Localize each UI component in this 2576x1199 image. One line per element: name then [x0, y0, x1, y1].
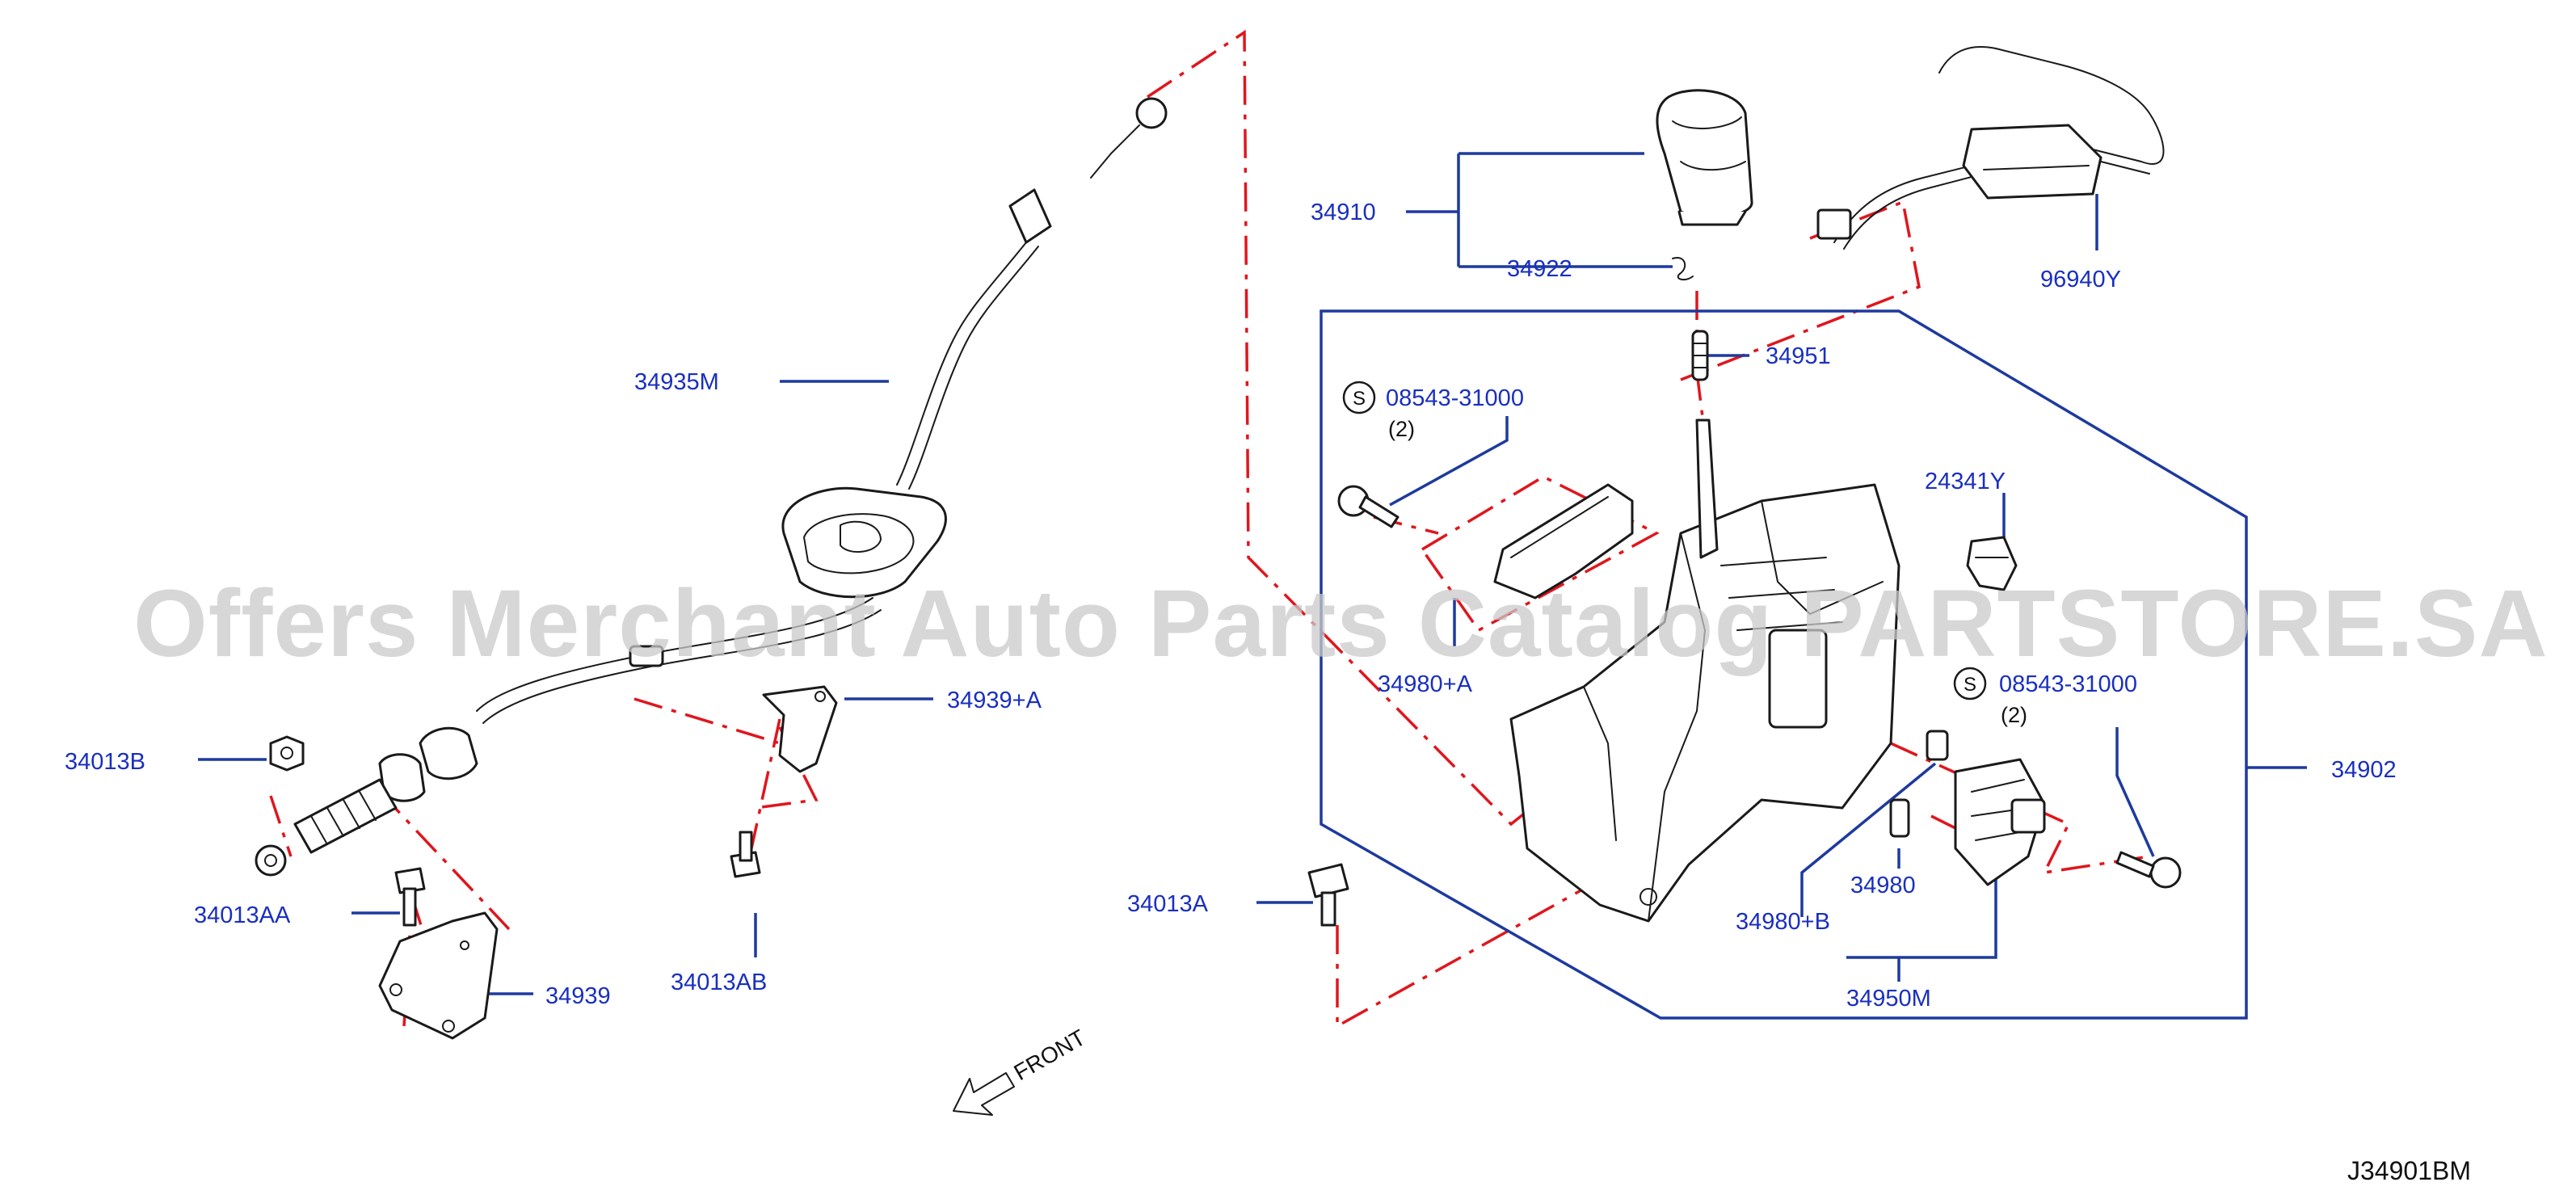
label-34939[interactable]: 34939	[545, 983, 611, 1009]
label-34013AB[interactable]: 34013AB	[671, 970, 767, 995]
connector-34980B	[1926, 730, 1949, 761]
label-34910[interactable]: 34910	[1311, 200, 1376, 225]
bolt-34013A	[1307, 863, 1349, 927]
bolt-08543-top	[1337, 485, 1400, 528]
bolt-08543-bottom	[2115, 851, 2182, 889]
label-34902[interactable]: 34902	[2331, 757, 2397, 783]
sensor-34980	[1889, 798, 1910, 838]
bolt-34013AA	[394, 867, 426, 927]
label-24341Y[interactable]: 24341Y	[1925, 469, 2006, 494]
label-96940Y[interactable]: 96940Y	[2040, 267, 2121, 292]
qty-08543-bottom: (2)	[2001, 703, 2027, 727]
label-34013B[interactable]: 34013B	[65, 749, 145, 775]
label-34013A[interactable]: 34013A	[1127, 891, 1209, 917]
qty-08543-top: (2)	[1388, 417, 1415, 441]
front-arrow-icon	[953, 1072, 1015, 1116]
standard-part-icon	[1342, 381, 1376, 414]
bolt-34013AB	[730, 831, 761, 878]
bracket-34939A	[762, 685, 838, 773]
spring-pin-34951	[1691, 330, 1709, 381]
standard-symbol: S	[1964, 674, 1976, 696]
front-direction-indicator: FRONT	[953, 1024, 1090, 1116]
connector-24341Y	[1966, 536, 2018, 591]
shifter-assembly-34902	[1509, 419, 1900, 923]
label-34980B[interactable]: 34980+B	[1736, 909, 1830, 935]
bracket-34939	[378, 911, 499, 1040]
standard-part-icon	[1953, 667, 1987, 700]
control-cable-34935M	[255, 97, 1168, 877]
wiring-harness-96940Y	[1816, 46, 2165, 250]
label-34951[interactable]: 34951	[1766, 343, 1831, 369]
clip-34922	[1672, 257, 1694, 281]
shift-knob	[1656, 89, 1753, 226]
label-34980A[interactable]: 34980+A	[1378, 671, 1473, 697]
switch-assembly-34950M	[1954, 758, 2046, 886]
watermark: Offers Merchant Auto Parts Catalog PARTS…	[133, 570, 2549, 677]
label-34013AA[interactable]: 34013AA	[194, 902, 291, 928]
nut-34013B	[269, 735, 305, 772]
label-08543-31000-bottom[interactable]: 08543-31000	[1999, 671, 2137, 697]
diagram-code: J34901BM	[2347, 1156, 2471, 1185]
label-34980[interactable]: 34980	[1850, 873, 1916, 898]
label-34922[interactable]: 34922	[1507, 256, 1572, 282]
label-34935M[interactable]: 34935M	[634, 369, 719, 395]
part-labels: 34910 34922 34951 96940Y 34935M S 08543-…	[65, 200, 2397, 1012]
label-08543-31000-top[interactable]: 08543-31000	[1386, 385, 1524, 411]
leader-lines	[198, 152, 2307, 1020]
label-34939A[interactable]: 34939+A	[947, 688, 1042, 713]
standard-symbol: S	[1353, 388, 1366, 410]
front-label: FRONT	[1010, 1024, 1090, 1085]
label-34950M[interactable]: 34950M	[1846, 986, 1931, 1012]
bracket-34980A	[1493, 483, 1634, 600]
